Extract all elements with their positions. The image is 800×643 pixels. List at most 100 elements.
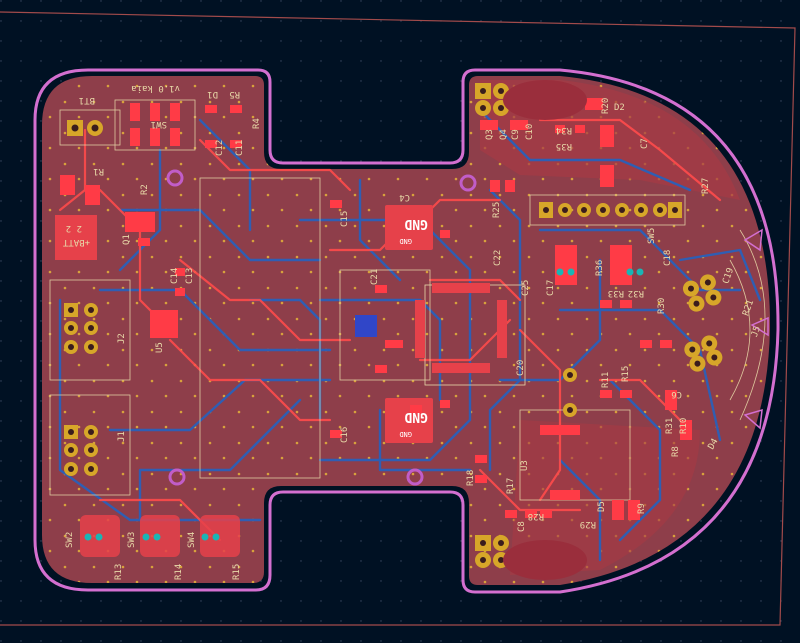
label-c11: C11 xyxy=(235,140,245,156)
switch-sw5-a xyxy=(556,268,575,276)
gnd-label-top: GND xyxy=(404,216,428,231)
label-r9: R9 xyxy=(637,503,647,514)
label-r5: R5 xyxy=(229,89,240,99)
label-c7: C7 xyxy=(640,138,650,149)
board-edge-outline xyxy=(33,68,780,594)
gnd-small-top: GND xyxy=(399,237,412,245)
label-r30: R30 xyxy=(657,298,667,314)
label-c14: C14 xyxy=(170,268,180,284)
label-r33: R33 xyxy=(608,288,624,298)
switch-sw4 xyxy=(200,515,240,557)
label-r2: R2 xyxy=(140,184,150,195)
label-r15: R15 xyxy=(232,564,242,580)
label-j2: J2 xyxy=(117,333,127,344)
gnd-pad-block-top xyxy=(385,205,433,250)
label-sw4: SW4 xyxy=(187,532,197,548)
label-c9: C9 xyxy=(511,129,521,140)
label-c10: C10 xyxy=(525,124,535,140)
label-q4: Q4 xyxy=(499,129,509,140)
label-r25: R25 xyxy=(492,202,502,218)
battery-footprint xyxy=(55,215,97,260)
smd-pads xyxy=(60,98,692,520)
label-c13: C13 xyxy=(185,268,195,284)
label-r29: R29 xyxy=(580,519,596,529)
label-r36: R36 xyxy=(595,260,605,276)
label-batt-sym: 2 2 xyxy=(66,223,82,233)
label-r34: R34 xyxy=(556,125,572,135)
label-d2: D2 xyxy=(614,103,625,113)
label-c15: C15 xyxy=(340,211,350,227)
label-batt: +BATT xyxy=(62,237,90,247)
label-c20: C20 xyxy=(516,360,526,376)
sheet-frame xyxy=(0,11,796,626)
label-c18: C18 xyxy=(663,250,673,266)
label-r27: R27 xyxy=(701,178,711,194)
label-r14: R14 xyxy=(174,564,184,580)
gnd-small-bottom: GND xyxy=(399,430,412,438)
label-r11: R11 xyxy=(601,372,611,388)
label-c6: C6 xyxy=(671,389,682,399)
mounting-hole-tl xyxy=(166,169,184,187)
label-r20: R20 xyxy=(601,98,611,114)
label-bt1: BT1 xyxy=(79,95,95,105)
edge-sensors xyxy=(743,228,769,430)
label-r35: R35 xyxy=(556,141,572,151)
label-r18: R18 xyxy=(466,470,476,486)
label-r4: R4 xyxy=(252,118,262,129)
label-c8: C8 xyxy=(517,521,527,532)
label-j1: J1 xyxy=(117,431,127,442)
label-r28: R28 xyxy=(528,511,544,521)
label-r10: R10 xyxy=(679,418,689,434)
label-j5: J5 xyxy=(750,325,763,339)
qfn-chip xyxy=(355,315,377,337)
label-c16: C16 xyxy=(340,427,350,443)
label-u3: U3 xyxy=(520,460,530,471)
label-d4: D4 xyxy=(707,437,721,451)
j2-connector xyxy=(64,303,98,354)
gnd-label-bottom: GND xyxy=(404,409,428,424)
label-c17: C17 xyxy=(546,280,556,296)
label-r15b: R15 xyxy=(621,366,631,382)
label-d5: D5 xyxy=(597,501,607,512)
copper-zone-bottom-right xyxy=(510,420,700,575)
label-d1: D1 xyxy=(207,89,218,99)
label-sw2: SW2 xyxy=(65,532,75,548)
mounting-hole-tr xyxy=(459,174,477,192)
mounting-hole-br xyxy=(406,468,424,486)
label-sw3: SW3 xyxy=(127,532,137,548)
front-copper-traces xyxy=(58,118,722,542)
label-c22: C22 xyxy=(493,250,503,266)
label-q3: Q3 xyxy=(485,129,495,140)
tactile-switches xyxy=(80,268,644,557)
label-r1: R1 xyxy=(93,166,104,176)
label-r31: R31 xyxy=(665,418,675,434)
through-hole-pads xyxy=(64,83,723,568)
label-c4: C4 xyxy=(399,192,410,202)
mounting-holes xyxy=(166,169,477,486)
wheel-pad-bottom xyxy=(503,540,587,580)
switch-sw5-b xyxy=(626,268,644,276)
wheel-pad-top xyxy=(503,80,587,120)
mcu-pins xyxy=(415,283,507,373)
switch-sw3 xyxy=(140,515,180,557)
label-r13: R13 xyxy=(114,564,124,580)
bt1-connector xyxy=(67,120,103,136)
label-sw1: SW1 xyxy=(151,119,167,129)
label-c12: C12 xyxy=(215,140,225,156)
label-u5: U5 xyxy=(155,342,165,353)
j1-connector xyxy=(64,425,98,476)
label-r32: R32 xyxy=(628,288,644,298)
board-title: v1.0 kaia xyxy=(131,83,180,93)
label-sw5: SW5 xyxy=(647,228,657,244)
label-c21: C21 xyxy=(370,269,380,285)
label-r17: R17 xyxy=(506,478,516,494)
label-r8: R8 xyxy=(671,446,681,457)
mounting-hole-bl xyxy=(168,468,186,486)
switch-sw2 xyxy=(80,515,120,557)
label-q1: Q1 xyxy=(122,234,132,245)
sensor-pads-lower xyxy=(684,335,723,372)
label-c25: C25 xyxy=(521,280,531,296)
sensor-pads-upper xyxy=(682,274,722,312)
header-row xyxy=(539,202,682,218)
